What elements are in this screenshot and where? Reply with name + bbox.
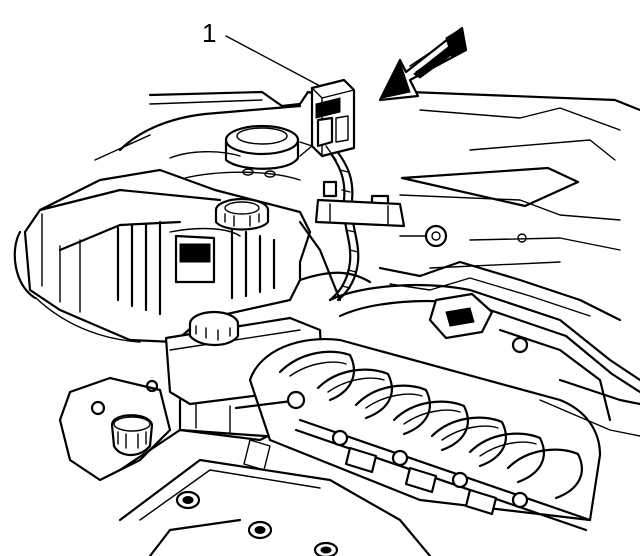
coolant-reservoir: [13, 168, 312, 344]
wiring-harness: [298, 148, 406, 302]
harness-connector: [299, 78, 356, 161]
lower-left-bracket: [58, 376, 322, 482]
direction-arrow: [378, 26, 468, 102]
callout-1: 1: [202, 18, 321, 87]
right-side-hoses: [298, 224, 640, 437]
callout-leader-line: [225, 35, 321, 87]
intake-manifold: [234, 338, 602, 532]
body-panel: [94, 90, 640, 269]
valve-cover: [118, 458, 432, 556]
callout-number: 1: [202, 18, 216, 48]
strut-tower: [169, 124, 301, 181]
